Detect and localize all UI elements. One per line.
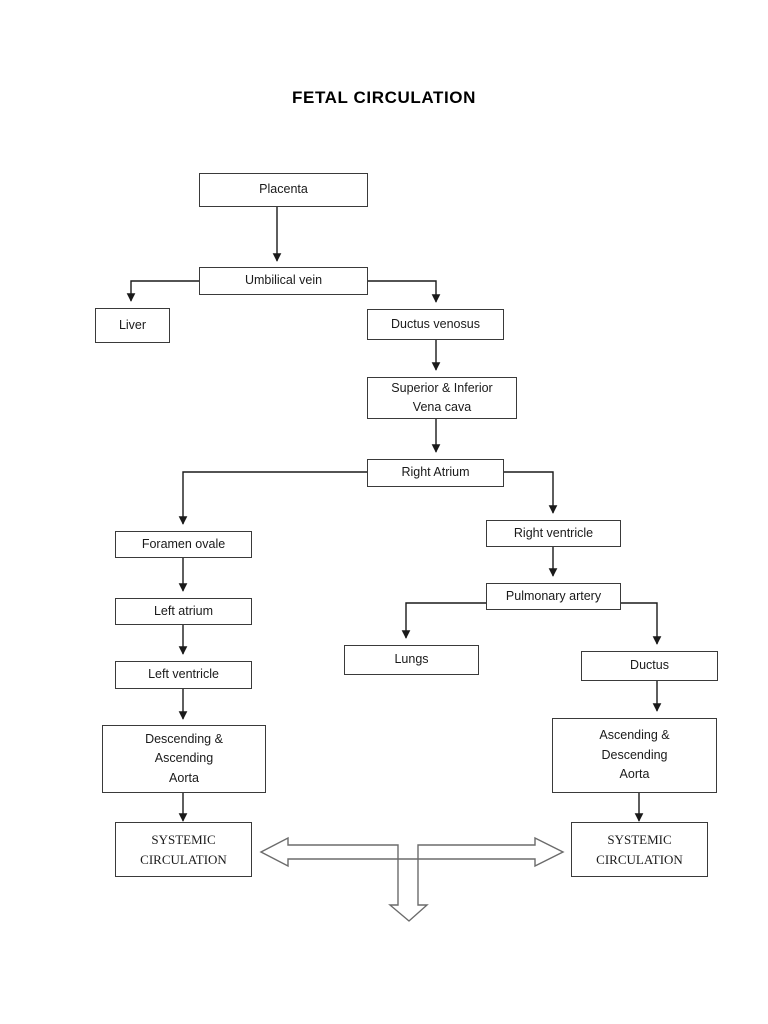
- node-systemic-left[interactable]: SYSTEMIC CIRCULATION: [115, 822, 252, 877]
- edge-right-atrium-right-ventricle: [503, 471, 558, 514]
- node-placenta[interactable]: Placenta: [199, 173, 368, 207]
- node-umbilical-vein-label: Umbilical vein: [244, 273, 323, 288]
- node-right-ventricle[interactable]: Right ventricle: [486, 520, 621, 547]
- node-ductus[interactable]: Ductus: [581, 651, 718, 681]
- node-liver[interactable]: Liver: [95, 308, 170, 343]
- node-aorta-right-label: Ascending & Descending Aorta: [599, 728, 670, 782]
- page-title: FETAL CIRCULATION: [292, 88, 476, 107]
- node-aorta-right[interactable]: Ascending & Descending Aorta: [552, 718, 717, 793]
- edge-umbilical-vein-liver: [126, 280, 199, 302]
- node-pulmonary-artery[interactable]: Pulmonary artery: [486, 583, 621, 610]
- node-vena-cava-label: Superior & Inferior Vena cava: [391, 380, 493, 414]
- edge-systemic-left-systemic-right-hollow-arrow: [259, 836, 565, 922]
- edge-umbilical-vein-ductus-venosus: [368, 280, 441, 303]
- node-umbilical-vein[interactable]: Umbilical vein: [199, 267, 368, 295]
- edge-pulmonary-artery-ductus: [621, 602, 662, 645]
- node-left-ventricle-label: Left ventricle: [148, 667, 219, 682]
- node-systemic-right[interactable]: SYSTEMIC CIRCULATION: [571, 822, 708, 877]
- edge-pulmonary-artery-lungs: [401, 602, 486, 639]
- node-vena-cava[interactable]: Superior & Inferior Vena cava: [367, 377, 517, 419]
- node-ductus-label: Ductus: [630, 658, 669, 673]
- node-lungs[interactable]: Lungs: [344, 645, 479, 675]
- node-aorta-left[interactable]: Descending & Ascending Aorta: [102, 725, 266, 793]
- node-foramen-ovale[interactable]: Foramen ovale: [115, 531, 252, 558]
- node-pulmonary-artery-label: Pulmonary artery: [505, 588, 602, 603]
- node-systemic-left-label: SYSTEMIC CIRCULATION: [140, 832, 227, 867]
- node-left-atrium[interactable]: Left atrium: [115, 598, 252, 625]
- node-right-ventricle-label: Right ventricle: [513, 525, 594, 540]
- node-lungs-label: Lungs: [394, 652, 429, 667]
- node-left-atrium-label: Left atrium: [153, 603, 214, 618]
- node-liver-label: Liver: [118, 317, 147, 332]
- node-placenta-label: Placenta: [259, 182, 308, 197]
- node-right-atrium-label: Right Atrium: [401, 465, 470, 480]
- node-foramen-ovale-label: Foramen ovale: [141, 536, 226, 551]
- node-left-ventricle[interactable]: Left ventricle: [115, 661, 252, 689]
- node-systemic-right-label: SYSTEMIC CIRCULATION: [596, 832, 683, 867]
- node-right-atrium[interactable]: Right Atrium: [367, 459, 504, 487]
- node-ductus-venosus-label: Ductus venosus: [391, 316, 480, 331]
- node-ductus-venosus[interactable]: Ductus venosus: [367, 309, 504, 340]
- edge-right-atrium-foramen-ovale: [178, 471, 367, 525]
- node-aorta-left-label: Descending & Ascending Aorta: [145, 731, 223, 785]
